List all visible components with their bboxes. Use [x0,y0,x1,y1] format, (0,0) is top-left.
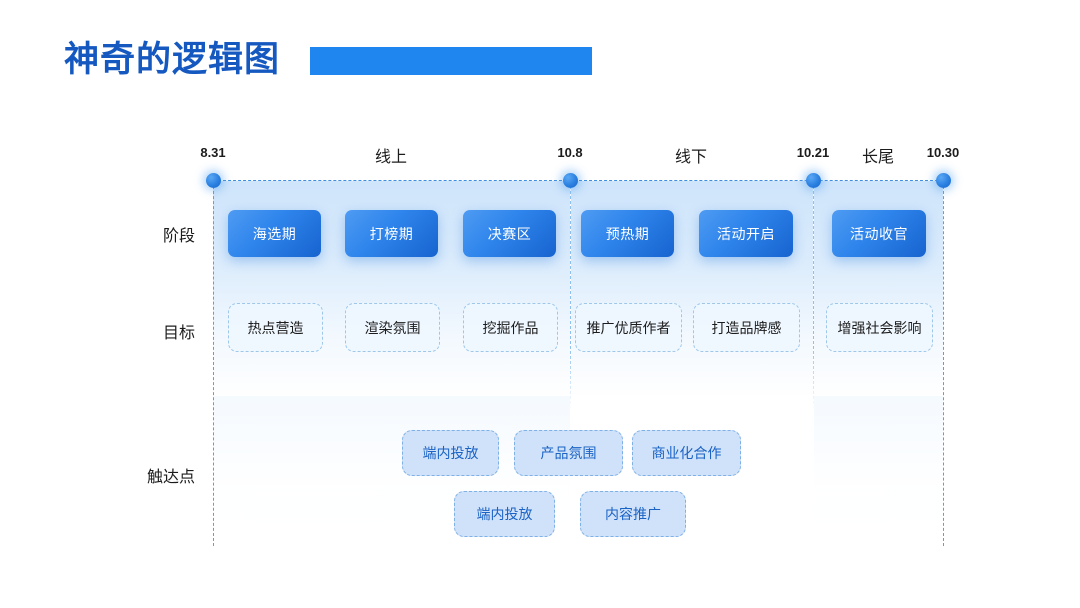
milestone-dot[interactable] [935,172,951,188]
touchpoint-box[interactable]: 商业化合作 [632,430,741,476]
phase-divider-line [813,181,814,409]
timeline-segment-label: 线下 [674,149,708,166]
stage-box[interactable]: 预热期 [581,210,674,257]
milestone-dot[interactable] [562,172,578,188]
phase-band-lower [814,396,943,546]
row-label-touchpoint: 触达点 [146,469,195,486]
goal-box[interactable]: 推广优质作者 [575,303,682,352]
title-accent-bar [310,47,592,75]
phase-divider-line [570,181,571,409]
touchpoint-box[interactable]: 端内投放 [454,491,555,537]
phase-divider-line [943,181,944,546]
timeline-segment-label: 线上 [374,149,408,166]
goal-box[interactable]: 渲染氛围 [345,303,440,352]
touchpoint-box[interactable]: 端内投放 [402,430,499,476]
stage-box[interactable]: 活动开启 [699,210,793,257]
milestone-dot[interactable] [805,172,821,188]
timeline-segment-label: 长尾 [861,149,895,166]
goal-box[interactable]: 热点营造 [228,303,323,352]
page-title: 神奇的逻辑图 [64,40,281,79]
row-label-goal: 目标 [162,325,195,342]
goal-box[interactable]: 增强社会影响 [826,303,933,352]
goal-box[interactable]: 挖掘作品 [463,303,558,352]
touchpoint-box[interactable]: 内容推广 [580,491,686,537]
page-header: 神奇的逻辑图 [0,0,1080,110]
row-label-stage: 阶段 [162,228,195,245]
milestone-date-label: 10.30 [926,145,960,160]
milestone-dot[interactable] [205,172,221,188]
stage-box[interactable]: 活动收官 [832,210,926,257]
milestone-date-label: 8.31 [200,145,226,160]
milestone-date-label: 10.21 [796,145,830,160]
goal-box[interactable]: 打造品牌感 [693,303,800,352]
timeline-axis [213,180,943,181]
phase-divider-line [213,181,214,546]
milestone-date-label: 10.8 [557,145,583,160]
stage-box[interactable]: 打榜期 [345,210,438,257]
stage-box[interactable]: 决赛区 [463,210,556,257]
touchpoint-box[interactable]: 产品氛围 [514,430,623,476]
stage-box[interactable]: 海选期 [228,210,321,257]
